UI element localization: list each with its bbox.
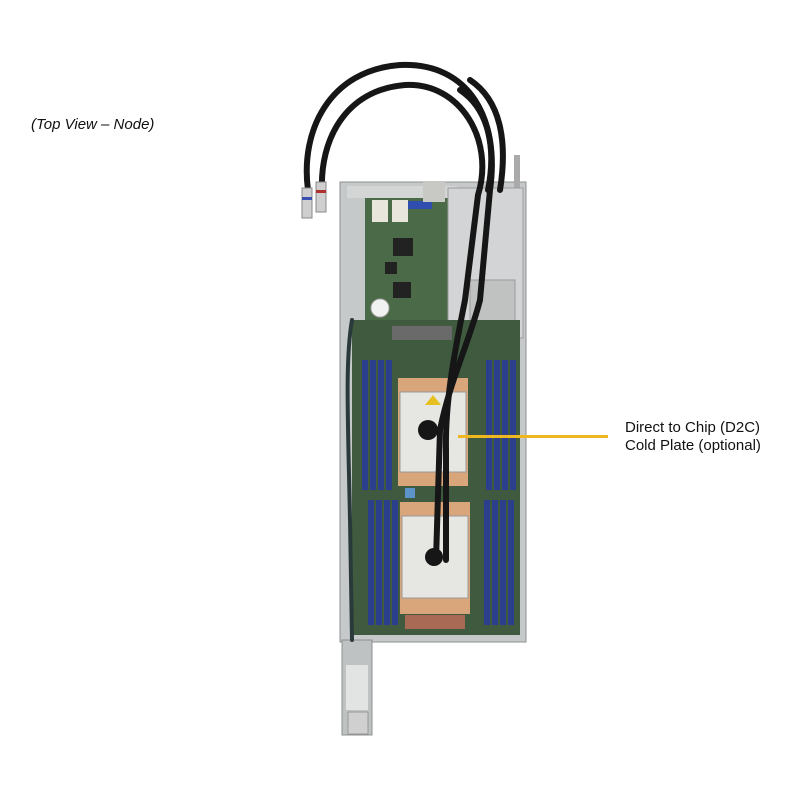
callout-leader-line [458,435,608,438]
io-board [347,182,457,320]
quick-disconnect-fittings [301,181,327,219]
callout-line2: Cold Plate (optional) [625,437,761,454]
dimm-slots [362,360,516,625]
cold-plate-cpu1 [398,378,468,486]
coolant-hoses [303,61,506,642]
callout-label: Direct to Chip (D2C) Cold Plate (optiona… [625,419,761,455]
callout-line1: Direct to Chip (D2C) [625,419,761,436]
view-caption: (Top View – Node) [31,116,155,133]
